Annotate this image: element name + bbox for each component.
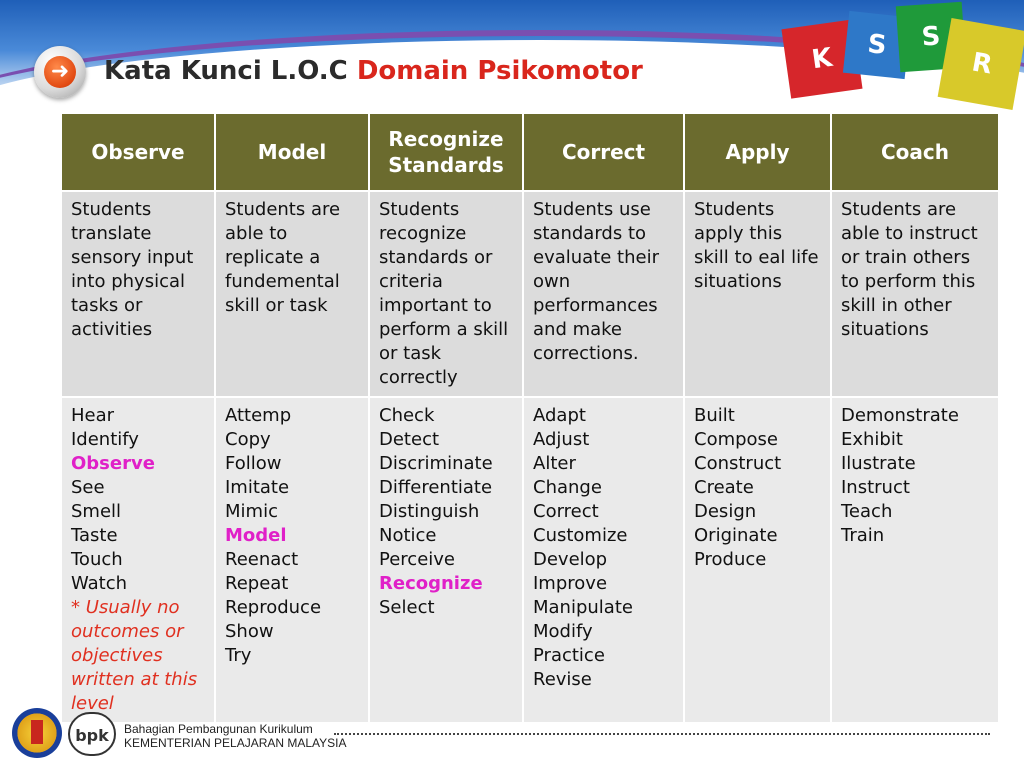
keyword: Exhibit: [841, 429, 903, 450]
keyword: Alter: [533, 453, 576, 474]
keywords-apply: Built Compose Construct Create Design Or…: [683, 396, 832, 724]
keywords-coach: Demonstrate Exhibit Ilustrate Instruct T…: [830, 396, 1000, 724]
title-accent: Domain Psikomotor: [356, 56, 643, 86]
keyword: Teach: [841, 501, 893, 522]
keyword: Differentiate: [379, 477, 493, 498]
title-prefix: Kata Kunci L.O.C: [104, 56, 348, 86]
table-row-descriptions: Students translate sensory input into ph…: [60, 190, 1000, 398]
desc-apply: Students apply this skill to eal life si…: [683, 190, 832, 398]
loc-table: Observe Model Recognize Standards Correc…: [60, 112, 1000, 724]
keyword: Adapt: [533, 405, 586, 426]
keyword: Imitate: [225, 477, 290, 498]
observe-note: * Usually no outcomes or objectives writ…: [71, 597, 198, 714]
keyword-highlight: Model: [225, 525, 287, 546]
keyword: Taste: [71, 525, 118, 546]
keyword: Discriminate: [379, 453, 493, 474]
keyword: Identify: [71, 429, 139, 450]
keyword: Customize: [533, 525, 628, 546]
keyword: Modify: [533, 621, 593, 642]
keyword: Copy: [225, 429, 271, 450]
keywords-observe: Hear Identify Observe See Smell Taste To…: [60, 396, 216, 724]
keyword: Revise: [533, 669, 592, 690]
keyword: Manipulate: [533, 597, 633, 618]
page-title: Kata Kunci L.O.C Domain Psikomotor: [104, 56, 643, 86]
keyword: Perceive: [379, 549, 455, 570]
keyword: Hear: [71, 405, 115, 426]
keyword-highlight: Observe: [71, 453, 155, 474]
desc-model: Students are able to replicate a fundeme…: [214, 190, 370, 398]
keywords-recognize: Check Detect Discriminate Differentiate …: [368, 396, 524, 724]
keyword: Correct: [533, 501, 599, 522]
desc-coach: Students are able to instruct or train o…: [830, 190, 1000, 398]
keyword: Instruct: [841, 477, 910, 498]
keyword: See: [71, 477, 105, 498]
keyword: Repeat: [225, 573, 289, 594]
keyword: Notice: [379, 525, 437, 546]
keyword: Show: [225, 621, 274, 642]
keyword: Develop: [533, 549, 608, 570]
keyword: Touch: [71, 549, 123, 570]
keyword: Create: [694, 477, 754, 498]
keyword: Compose: [694, 429, 779, 450]
keyword-highlight: Recognize: [379, 573, 483, 594]
table-header-row: Observe Model Recognize Standards Correc…: [60, 112, 1000, 192]
keyword: Originate: [694, 525, 778, 546]
col-header-model: Model: [214, 112, 370, 192]
keyword: Try: [225, 645, 252, 666]
keyword: Construct: [694, 453, 782, 474]
keyword: Detect: [379, 429, 440, 450]
ministry-crest-icon: [12, 708, 62, 758]
keyword: Smell: [71, 501, 122, 522]
col-header-correct: Correct: [522, 112, 685, 192]
footer-divider: [334, 733, 990, 735]
keyword: Train: [841, 525, 885, 546]
arrow-right-glyph: ➜: [44, 56, 76, 88]
bpk-logo: bpk: [68, 712, 116, 756]
keyword: Built: [694, 405, 735, 426]
keyword: Reproduce: [225, 597, 322, 618]
keyword: Produce: [694, 549, 767, 570]
keyword: Attemp: [225, 405, 292, 426]
col-header-coach: Coach: [830, 112, 1000, 192]
keywords-model: Attemp Copy Follow Imitate Mimic Model R…: [214, 396, 370, 724]
col-header-recognize: Recognize Standards: [368, 112, 524, 192]
keyword: Select: [379, 597, 435, 618]
col-header-apply: Apply: [683, 112, 832, 192]
col-header-observe: Observe: [60, 112, 216, 192]
footer-text: Bahagian Pembangunan Kurikulum KEMENTERI…: [124, 722, 347, 750]
keyword: Ilustrate: [841, 453, 916, 474]
header-swoosh-line: [0, 30, 1024, 112]
cube-r: R: [937, 18, 1024, 110]
keyword: Adjust: [533, 429, 590, 450]
keyword: Reenact: [225, 549, 299, 570]
keyword: Improve: [533, 573, 608, 594]
keyword: Design: [694, 501, 757, 522]
keyword: Distinguish: [379, 501, 480, 522]
keyword: Demonstrate: [841, 405, 959, 426]
desc-observe: Students translate sensory input into ph…: [60, 190, 216, 398]
desc-recognize: Students recognize standards or criteria…: [368, 190, 524, 398]
keyword: Change: [533, 477, 602, 498]
footer-line2: KEMENTERIAN PELAJARAN MALAYSIA: [124, 736, 347, 750]
keyword: Check: [379, 405, 435, 426]
desc-correct: Students use standards to evaluate their…: [522, 190, 685, 398]
keyword: Follow: [225, 453, 282, 474]
keyword: Watch: [71, 573, 128, 594]
keyword: Mimic: [225, 501, 278, 522]
keyword: Practice: [533, 645, 605, 666]
table-row-keywords: Hear Identify Observe See Smell Taste To…: [60, 396, 1000, 724]
footer-line1: Bahagian Pembangunan Kurikulum: [124, 722, 313, 736]
arrow-right-icon: ➜: [34, 46, 86, 98]
keywords-correct: Adapt Adjust Alter Change Correct Custom…: [522, 396, 685, 724]
